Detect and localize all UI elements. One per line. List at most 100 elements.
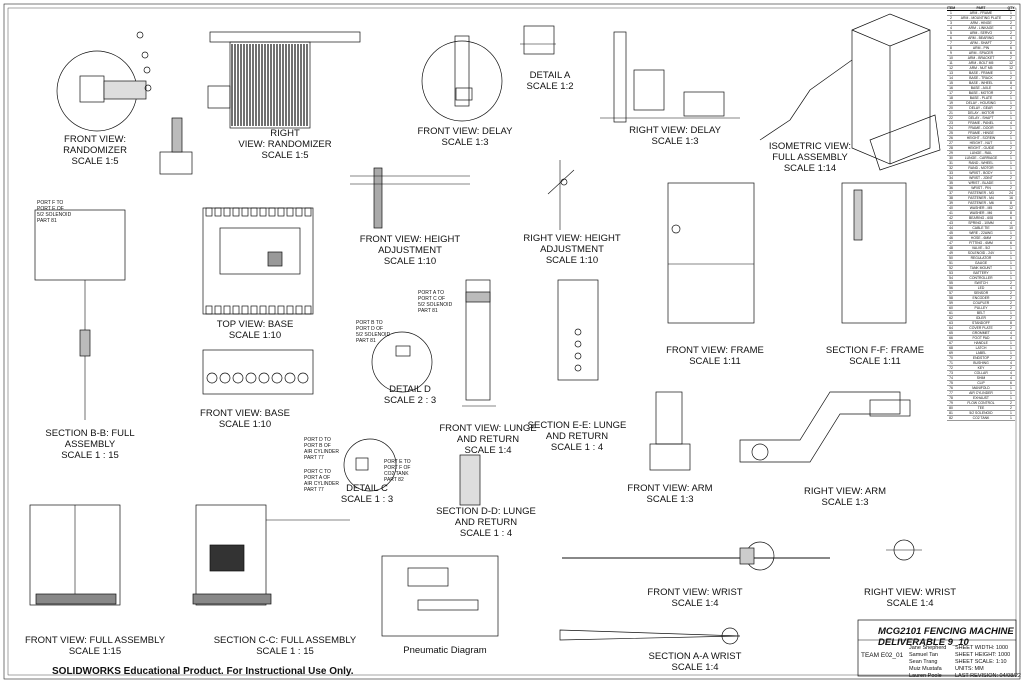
port-note-base: PORT F TO PORT E OF 5/2 SOLENOID PART 81	[37, 200, 72, 224]
detail-c-circle	[343, 438, 397, 492]
bom-qty-cell: 2	[1010, 176, 1012, 180]
base-wheel	[206, 372, 218, 384]
bom-part-cell: HANDLE	[974, 341, 988, 345]
bom-item-cell: 60	[949, 306, 953, 310]
bom-item-cell: 66	[949, 336, 953, 340]
bom-part-cell: WRIST - BODY	[969, 171, 993, 175]
bom-qty-cell: 2	[1010, 16, 1012, 20]
bom-item-cell: 57	[949, 291, 953, 295]
arm-right-joint	[751, 443, 769, 461]
bom-item-cell: 70	[949, 356, 953, 360]
frame-front-outline	[667, 182, 755, 324]
bom-qty-cell: 2	[1010, 186, 1012, 190]
bom-item-cell: 20	[949, 106, 953, 110]
isometric-top	[851, 29, 931, 47]
base-track-link	[214, 207, 222, 217]
base-track-link	[286, 305, 294, 315]
sheet-scale: SHEET SCALE: 1:10	[955, 659, 1007, 665]
bom-item-cell: 69	[949, 351, 953, 355]
bom-qty-cell: 6	[1010, 46, 1012, 50]
arm-right-outline	[739, 391, 901, 463]
bom-qty-cell: 4	[1010, 121, 1012, 125]
bom-part-cell: LUNGE - RAIL	[969, 151, 993, 155]
balloon-callout	[143, 66, 151, 74]
delay-right-arm	[633, 69, 665, 111]
base-wheel	[219, 372, 231, 384]
bom-part-cell: 5/2 SOLENOID	[969, 411, 993, 415]
bom-part-cell: DELAY - GEAR	[969, 106, 993, 110]
bom-qty-cell: 10	[1009, 226, 1013, 230]
view-label-front-delay: FRONT VIEW: DELAY SCALE 1:3	[417, 126, 513, 148]
delay-shaft-housing	[454, 35, 470, 107]
base-track-link	[277, 207, 285, 217]
bom-item-cell: 37	[949, 191, 953, 195]
bom-qty-cell: 1	[1010, 156, 1012, 160]
bom-qty-cell: 2	[1010, 151, 1012, 155]
bom-item-cell: 58	[949, 296, 953, 300]
bom-item-cell: 26	[949, 136, 953, 140]
bom-part-cell: WRIST - BLADE	[968, 181, 994, 185]
frame-section-slot	[853, 189, 863, 241]
bom-item-cell: 40	[949, 206, 953, 210]
bom-item-cell: 39	[949, 201, 953, 205]
bom-part-cell: BASE - MOTOR	[968, 91, 994, 95]
bom-item-cell: 4	[950, 26, 952, 30]
bom-item-cell: 25	[949, 131, 953, 135]
lunge-carriage	[465, 291, 491, 303]
bom-part-cell: BASE - WHEEL	[968, 81, 994, 85]
bom-part-cell: FRAME - HINGE	[968, 131, 994, 135]
base-track-link	[223, 305, 231, 315]
bom-item-cell: 16	[949, 86, 953, 90]
bom-part-cell: WASHER - M5	[969, 206, 993, 210]
bom-item-cell: 50	[949, 256, 953, 260]
bom-item-cell: 48	[949, 246, 953, 250]
bom-item-cell: 19	[949, 101, 953, 105]
bom-part-cell: CONTROLLER	[969, 276, 993, 280]
bom-qty-cell: 6	[1010, 51, 1012, 55]
randomizer-top-bar	[209, 31, 361, 43]
bom-item-cell: 76	[949, 386, 953, 390]
view-label-front-lunge: FRONT VIEW: LUNGE AND RETURN SCALE 1:4	[439, 423, 537, 456]
bom-item-cell: 21	[949, 111, 953, 115]
view-label-isometric: ISOMETRIC VIEW: FULL ASSEMBLY SCALE 1:14	[768, 141, 852, 174]
base-track-link	[277, 305, 285, 315]
bom-qty-cell: 8	[1010, 201, 1012, 205]
bom-qty-cell: 4	[1010, 376, 1012, 380]
bom-part-cell: SWITCH	[974, 281, 988, 285]
bom-part-cell: FRAME - PANEL	[968, 121, 994, 125]
bom-part-cell: SOLENOID - 24V	[967, 251, 995, 255]
bom-part-cell: WRIST - PIN	[971, 186, 991, 190]
bom-item-cell: 29	[949, 151, 953, 155]
base-track-link	[232, 207, 240, 217]
bom-part-cell: BASE - PLATE	[969, 96, 993, 100]
bom-item-cell: 78	[949, 396, 953, 400]
bom-qty-cell: 12	[1009, 61, 1013, 65]
bom-part-cell: BUSHING	[973, 361, 989, 365]
bom-part-cell: VALVE - 5/2	[971, 246, 991, 250]
view-label-front-frame: FRONT VIEW: FRAME SCALE 1:11	[666, 345, 764, 367]
balloon-callout	[141, 51, 149, 59]
bom-qty-cell: 1	[1010, 411, 1012, 415]
view-label-front-full: FRONT VIEW: FULL ASSEMBLY SCALE 1:15	[24, 635, 166, 657]
bom-part-cell: SHIM	[976, 376, 986, 380]
base-track-link	[205, 207, 213, 217]
bom-qty-cell: 1	[1010, 181, 1012, 185]
bom-header-item: ITEM	[947, 6, 956, 10]
